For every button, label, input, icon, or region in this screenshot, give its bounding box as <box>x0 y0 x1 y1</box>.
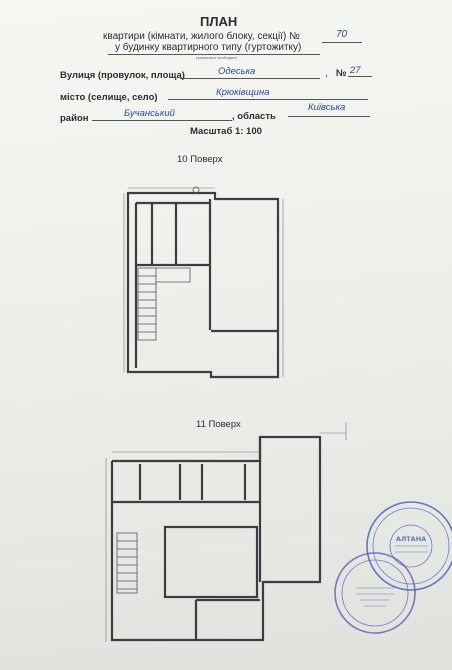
purple-round-stamp <box>334 552 416 634</box>
oblast-underline <box>288 116 370 117</box>
house-underline <box>348 76 372 77</box>
building-type-line: у будинку квартирного типу (гуртожитку) <box>115 42 302 53</box>
street-underline <box>180 78 320 79</box>
house-label: № <box>336 68 347 79</box>
hint-text: (зазначити необхідне) <box>196 55 237 60</box>
apartment-label: квартири (кімнати, жилого блоку, секції)… <box>103 31 300 42</box>
altana-round-stamp: АЛТАНА <box>366 501 452 591</box>
apartment-number: 70 <box>336 29 348 40</box>
building-type-underline <box>108 54 320 55</box>
city-underline <box>168 99 368 100</box>
floor-11-stairs <box>116 532 138 594</box>
apartment-underline <box>322 42 362 43</box>
street-label: Вулиця (провулок, площа) <box>60 70 185 81</box>
floor-10-outer-walls <box>126 191 280 379</box>
floor-10-title: 10 Поверх <box>177 154 223 165</box>
stamp-org-name: АЛТАНА <box>396 535 426 543</box>
district-value: Бучанський <box>124 108 175 119</box>
district-underline <box>92 120 232 121</box>
floor-10-marker <box>192 186 200 194</box>
district-label: район <box>60 113 89 124</box>
city-label: місто (селище, село) <box>60 92 158 103</box>
city-value: Крюківщина <box>216 87 270 98</box>
apartment-line: квартири (кімнати, жилого блоку, секції)… <box>103 31 300 42</box>
floor-10-stairs <box>137 267 191 341</box>
floor-11-title: 11 Поверх <box>196 419 241 430</box>
floor-11-dimension-lines <box>105 422 347 642</box>
scale-text: Масштаб 1: 100 <box>190 126 262 137</box>
floor-11-outer-walls <box>110 435 322 642</box>
oblast-value: Київська <box>308 102 346 113</box>
oblast-label: , область <box>232 111 276 122</box>
house-value: 27 <box>350 65 361 76</box>
document-title: ПЛАН <box>200 14 238 29</box>
street-value: Одеська <box>218 66 256 77</box>
floor-10-dimension-lines <box>123 187 284 377</box>
